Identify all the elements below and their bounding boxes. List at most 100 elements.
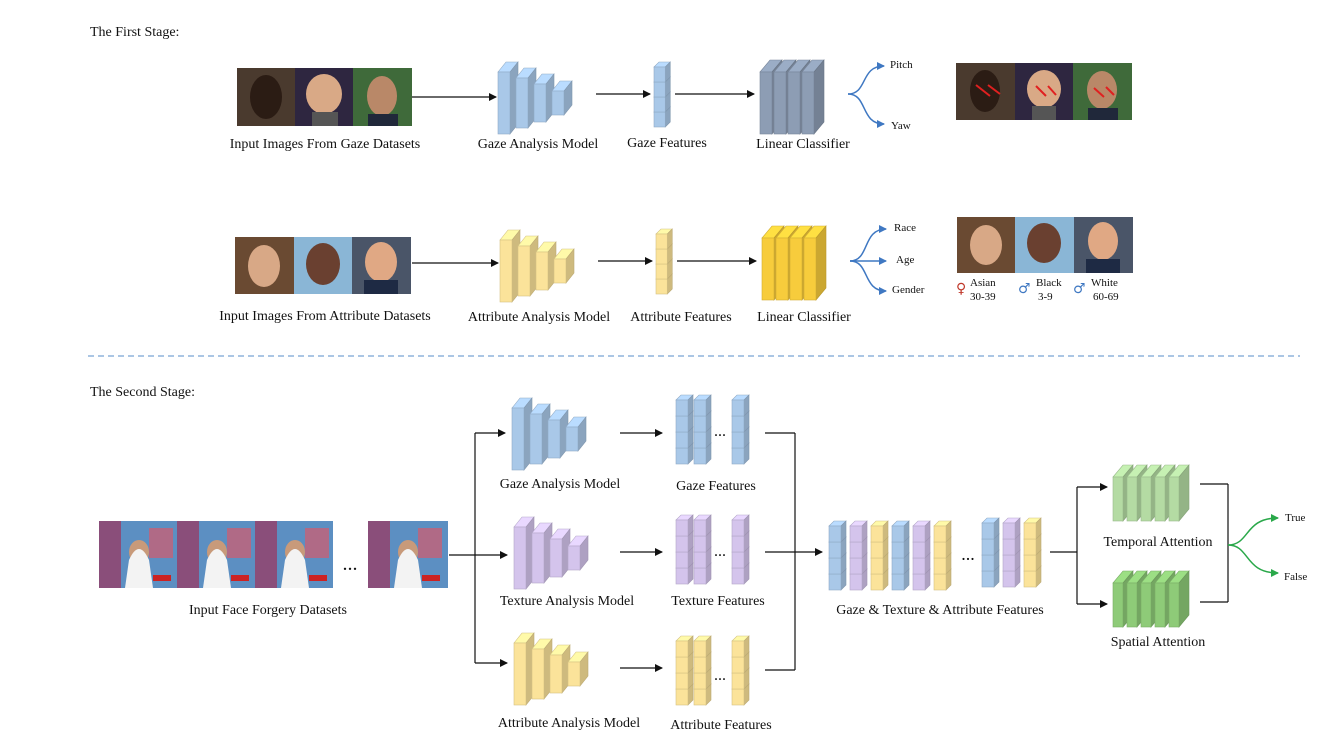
output-age: Age (896, 254, 914, 266)
attribute-result-images (957, 217, 1133, 273)
gaze-linear-classifier-block (759, 59, 825, 135)
feature-cube (1002, 517, 1021, 540)
model-layer (549, 644, 571, 694)
forgery-video-frames (99, 521, 448, 588)
male-icon: ♂ (1073, 281, 1086, 297)
example-age-2: 60-69 (1093, 291, 1119, 303)
combined-features-block (828, 517, 1042, 591)
attribute-features-label: Attribute Features (630, 310, 731, 325)
gaze-features-ellipsis: ... (714, 423, 726, 440)
stage2-texture-model-label: Texture Analysis Model (500, 594, 634, 609)
feature-cube (675, 635, 694, 658)
gaze-input-images (237, 68, 412, 126)
stage2-attribute-features-label: Attribute Features (670, 718, 771, 733)
output-true: True (1285, 512, 1305, 524)
gaze-input-label: Input Images From Gaze Datasets (230, 137, 421, 152)
video-frame (177, 521, 255, 588)
feature-cube (981, 517, 1000, 540)
feature-cube (653, 61, 671, 83)
feature-cube (912, 520, 931, 543)
model-layer (547, 409, 569, 459)
forgery-input-label: Input Face Forgery Datasets (189, 603, 347, 618)
stage2-texture-model-block (513, 516, 589, 590)
model-layer (551, 80, 573, 116)
example-race-0: Asian (970, 277, 996, 289)
example-race-1: Black (1036, 277, 1062, 289)
gaze-model-label: Gaze Analysis Model (478, 137, 599, 152)
example-age-0: 30-39 (970, 291, 996, 303)
example-race-2: White (1091, 277, 1118, 289)
female-icon: ♀ (956, 281, 966, 297)
feature-cube (693, 394, 712, 417)
feature-cube (655, 228, 673, 250)
video-frame (99, 521, 177, 588)
video-frame (368, 521, 448, 588)
feature-cube (849, 520, 868, 543)
model-layer (513, 632, 535, 706)
combined-ellipsis: ... (961, 544, 975, 564)
spatial-attention-block (1112, 570, 1190, 628)
spatial-attention-label: Spatial Attention (1111, 635, 1206, 650)
feature-cube (870, 520, 889, 543)
feature-cube (933, 520, 952, 543)
attribute-model-label: Attribute Analysis Model (468, 310, 610, 325)
model-layer (567, 651, 589, 687)
model-layer (531, 638, 553, 700)
stage1-title: The First Stage: (90, 25, 179, 40)
feature-cube (675, 514, 694, 537)
attribute-input-label: Input Images From Attribute Datasets (219, 309, 431, 324)
feature-cube (891, 520, 910, 543)
output-yaw: Yaw (891, 120, 911, 132)
feature-cube (693, 514, 712, 537)
output-gender: Gender (892, 284, 925, 296)
stage2-gaze-model-label: Gaze Analysis Model (500, 477, 621, 492)
attribute-example-labels: ♀ Asian 30-39 ♂ Black 3-9 ♂ White 60-69 (956, 277, 1119, 303)
stage2-title: The Second Stage: (90, 385, 195, 400)
stage2-attribute-features-block (675, 635, 750, 706)
gaze-classifier-label: Linear Classifier (756, 137, 850, 152)
stage2-attribute-model-block (513, 632, 589, 706)
model-layer (511, 397, 533, 471)
classifier-layer (803, 225, 827, 301)
attention-layer (1168, 464, 1190, 522)
model-layer (499, 229, 521, 303)
temporal-attention-label: Temporal Attention (1103, 535, 1212, 550)
combined-features-label: Gaze & Texture & Attribute Features (836, 603, 1044, 618)
texture-features-ellipsis: ... (714, 543, 726, 560)
male-icon: ♂ (1018, 281, 1031, 297)
gaze-result-images (956, 63, 1132, 120)
feature-cube (731, 635, 750, 658)
attribute-analysis-model-block (499, 229, 575, 303)
temporal-attention-block (1112, 464, 1190, 522)
classifier-layer (801, 59, 825, 135)
example-age-1: 3-9 (1038, 291, 1053, 303)
output-pitch: Pitch (890, 59, 913, 71)
output-false: False (1284, 571, 1307, 583)
stage2-gaze-features-label: Gaze Features (676, 479, 756, 494)
model-layer (529, 403, 551, 465)
model-layer (531, 522, 553, 584)
output-race: Race (894, 222, 916, 234)
stage2-attribute-model-label: Attribute Analysis Model (498, 716, 640, 731)
model-layer (517, 235, 539, 297)
gaze-features-block (653, 61, 671, 128)
feature-cube (675, 394, 694, 417)
feature-cube (731, 514, 750, 537)
model-layer (567, 535, 589, 571)
attribute-features-block (655, 228, 673, 295)
feature-cube (731, 394, 750, 417)
feature-cube (1023, 517, 1042, 540)
model-layer (553, 248, 575, 284)
attribute-features-ellipsis: ... (714, 667, 726, 684)
gaze-analysis-model-block (497, 61, 573, 135)
attention-layer (1168, 570, 1190, 628)
stage2-gaze-features-block (675, 394, 750, 465)
video-frame (255, 521, 333, 588)
stage2-gaze-model-block (511, 397, 587, 471)
attribute-linear-classifier-block (761, 225, 827, 301)
model-layer (533, 73, 555, 123)
frames-ellipsis: ... (343, 553, 358, 575)
model-layer (497, 61, 519, 135)
